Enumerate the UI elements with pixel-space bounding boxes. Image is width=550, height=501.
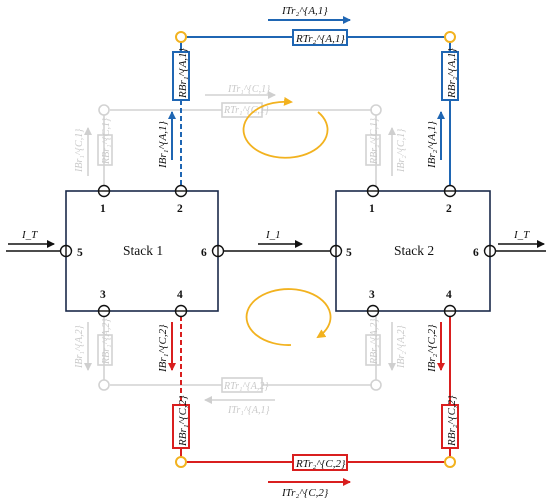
stack-1: Stack 1 <box>65 190 219 312</box>
ghost-node-ur <box>370 104 382 116</box>
stack-1-port-6-num: 6 <box>201 247 207 259</box>
bottom-current-label: ITr₂^{C,2} <box>281 487 329 499</box>
ghost-lower-bottom-resistor <box>221 377 263 393</box>
bottom-right-resistor-label: RBr₂^{C,2} <box>446 395 458 447</box>
ports <box>59 184 497 318</box>
ghost-upper-left-resistor <box>97 134 113 166</box>
bottom-resistor <box>292 454 348 471</box>
middle-current-label: I_1 <box>265 229 281 241</box>
stack-1-port-3-num: 3 <box>100 289 106 301</box>
stack-1-port-1-num: 1 <box>100 203 106 215</box>
ghost-node-ll <box>98 379 110 391</box>
top-right-resistor <box>441 51 459 101</box>
bottom-right-current-label: IBr₂^{C,2} <box>426 324 438 373</box>
top-branch <box>168 16 459 186</box>
ghost-upper-right-res-label: RBr₂^{C,1} <box>369 118 380 165</box>
bottom-node-left <box>175 456 187 468</box>
bottom-left-current-label: IBr₁^{C,2} <box>157 324 169 373</box>
ghost-lower-res-label: RTr₁^{A,2} <box>223 381 268 392</box>
main-current-path <box>6 240 546 252</box>
ghost-lower-left-res-label: RBr₁^{A,2} <box>101 319 112 365</box>
stack-1-title: Stack 1 <box>123 243 163 258</box>
ghost-node-lr <box>370 379 382 391</box>
input-current-label: I_T <box>21 229 38 241</box>
ghost-lower-right-current-label: IBr₂^{A,2} <box>396 325 407 369</box>
top-resistor <box>292 29 348 46</box>
stack-2-port-4-num: 4 <box>446 289 452 301</box>
stack-2-port-6-num: 6 <box>473 247 479 259</box>
top-left-resistor <box>172 51 190 101</box>
ghost-node-ul <box>98 104 110 116</box>
bottom-left-resistor-label: RBr₁^{C,2} <box>177 395 189 447</box>
top-current-label: ITr₂^{A,1} <box>281 5 328 17</box>
stack-2: Stack 2 <box>335 190 491 312</box>
stack-2-port-3-num: 3 <box>369 289 375 301</box>
top-left-resistor-label: RBr₁^{A,1} <box>177 47 189 99</box>
bottom-right-resistor <box>441 404 459 449</box>
output-current-label: I_T <box>513 229 530 241</box>
top-right-resistor-label: RBr₂^{A,1} <box>446 47 458 99</box>
ghost-upper-right-current-label: IBr₂^{C,1} <box>396 129 407 173</box>
stack-2-port-5-num: 5 <box>346 247 352 259</box>
ghost-upper-left-current-label: IBr₁^{C,1} <box>74 129 85 173</box>
top-resistor-label: RTr₂^{A,1} <box>295 33 345 45</box>
port-numbers: 1 2 3 4 5 6 1 2 3 4 5 6 <box>77 203 479 301</box>
ghost-lower-arrow-label: ITr₁^{A,1} <box>227 405 270 416</box>
ghost-upper-left-res-label: RBr₁^{C,1} <box>101 118 112 165</box>
upper-loop-arrow <box>242 96 329 159</box>
ghost-lower-right-resistor <box>365 334 381 366</box>
lower-loop-arrow <box>245 288 332 346</box>
ghost-upper-right-resistor <box>365 134 381 166</box>
stack-2-box <box>335 190 491 312</box>
top-node-left <box>175 31 187 43</box>
stack-1-box <box>65 190 219 312</box>
ghost-labels: ITr₁^{C,1} RTr₁^{C,1} IBr₁^{C,1} RBr₁^{C… <box>74 84 407 416</box>
stack-1-port-2-num: 2 <box>177 203 183 215</box>
ghost-upper-arrow-label: ITr₁^{C,1} <box>227 84 270 95</box>
ghost-upper-res-label: RTr₁^{C,1} <box>223 105 269 116</box>
ghost-lower-left-current-label: IBr₁^{A,2} <box>74 325 85 369</box>
top-right-current-label: IBr₂^{A,1} <box>426 121 438 169</box>
bottom-branch-labels: ITr₂^{C,2} RTr₂^{C,2} RBr₁^{C,2} RBr₂^{C… <box>157 324 458 499</box>
stack-2-port-1-num: 1 <box>369 203 375 215</box>
bottom-node-right <box>444 456 456 468</box>
ghost-lower-right-res-label: RBr₂^{A,2} <box>369 319 380 365</box>
ghost-lower-left-resistor <box>97 334 113 366</box>
top-branch-labels: ITr₂^{A,1} RTr₂^{A,1} RBr₁^{A,1} RBr₂^{A… <box>157 5 458 169</box>
circulating-current-loops <box>242 96 332 346</box>
bottom-branch <box>168 316 459 486</box>
stack-2-title: Stack 2 <box>394 243 434 258</box>
stack-1-port-4-num: 4 <box>177 289 183 301</box>
top-left-current-label: IBr₁^{A,1} <box>157 121 169 169</box>
top-node-right <box>444 31 456 43</box>
main-current-labels: I_T I_1 I_T <box>21 229 530 241</box>
stack-2-port-2-num: 2 <box>446 203 452 215</box>
stack-1-port-5-num: 5 <box>77 247 83 259</box>
bottom-left-resistor <box>172 404 190 449</box>
bottom-resistor-label: RTr₂^{C,2} <box>295 458 346 470</box>
